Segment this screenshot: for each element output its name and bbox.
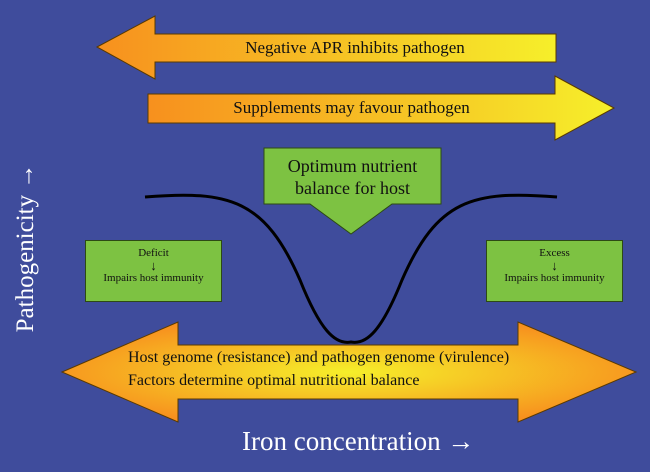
deficit-box: Deficit ↓ Impairs host immunity xyxy=(85,240,222,302)
optimum-label: Optimum nutrient balance for host xyxy=(264,152,441,199)
excess-title: Excess xyxy=(539,247,570,259)
optimum-arrow-shape xyxy=(263,147,442,235)
host-genome-double-arrow xyxy=(60,321,638,423)
excess-box: Excess ↓ Impairs host immunity xyxy=(486,240,623,302)
deficit-down-arrow-icon: ↓ xyxy=(150,258,157,273)
excess-effect: Impairs host immunity xyxy=(504,272,605,284)
optimum-line-1: Optimum nutrient xyxy=(287,156,418,176)
negative-apr-label: Negative APR inhibits pathogen xyxy=(245,38,465,57)
host-genome-text: Host genome (resistance) and pathogen ge… xyxy=(128,346,509,392)
optimum-line-2: balance for host xyxy=(295,178,410,198)
excess-down-arrow-icon: ↓ xyxy=(551,258,558,273)
y-axis-label: Pathogenicity → xyxy=(12,163,39,333)
deficit-title: Deficit xyxy=(138,247,169,259)
deficit-effect: Impairs host immunity xyxy=(103,272,204,284)
supplements-arrow xyxy=(147,75,616,141)
x-axis-label: Iron concentration → xyxy=(242,426,475,456)
host-genome-line-2: Factors determine optimal nutritional ba… xyxy=(128,372,420,389)
negative-apr-arrow xyxy=(95,15,557,80)
pathogenicity-curve xyxy=(144,193,558,344)
host-genome-line-1: Host genome (resistance) and pathogen ge… xyxy=(128,349,510,366)
supplements-label: Supplements may favour pathogen xyxy=(233,98,470,117)
